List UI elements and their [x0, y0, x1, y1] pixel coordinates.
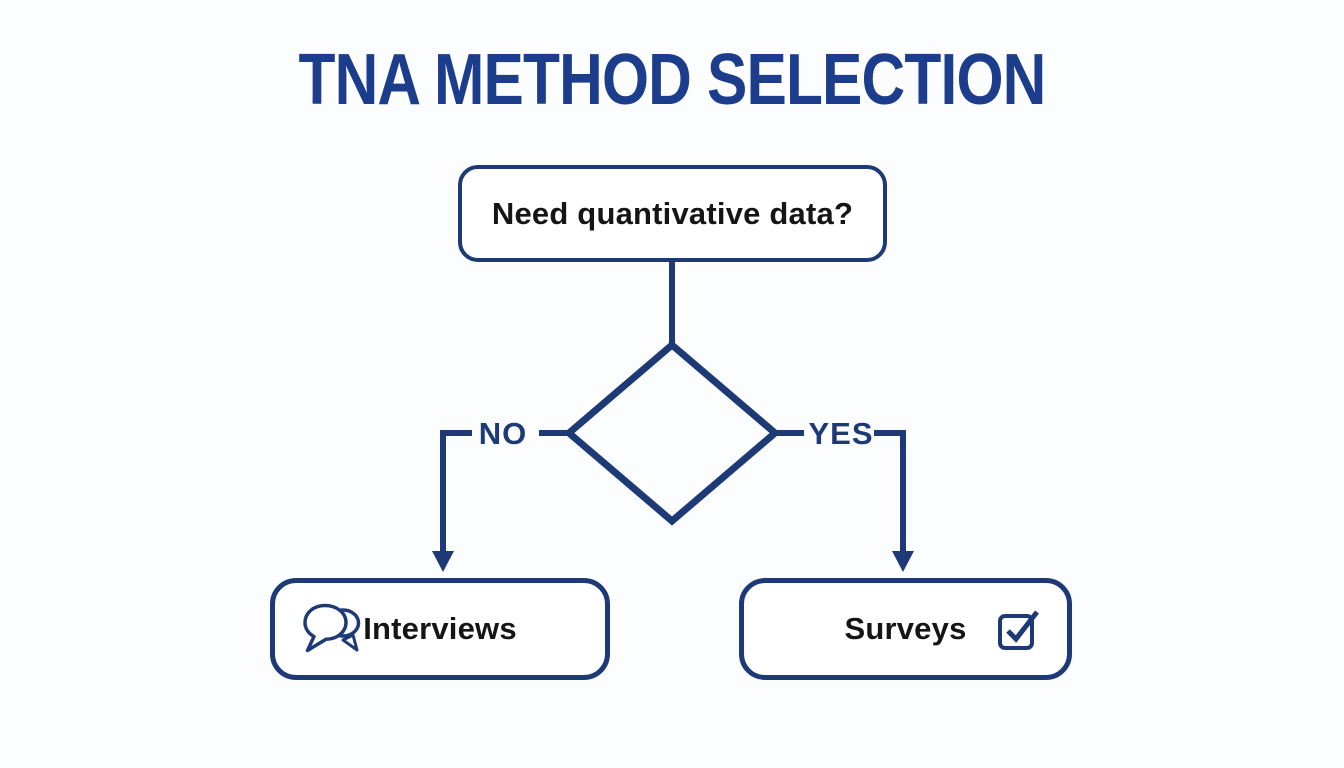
decision-question-label: Need quantivative data? [491, 195, 854, 231]
branch-label-no: NO [478, 416, 528, 451]
page-title: TNA METHOD SELECTION [298, 40, 1046, 120]
arrowhead-yes [892, 551, 914, 572]
connector-yes-elbow [874, 430, 906, 556]
surveys-node: Surveys [739, 578, 1072, 680]
branch-label-yes: YES [808, 416, 874, 451]
connector-no-elbow [440, 430, 472, 556]
decision-question-box: Need quantivative data? [458, 165, 887, 262]
surveys-label: Surveys [844, 611, 967, 646]
interviews-label: Interviews [363, 611, 517, 646]
decision-diamond [563, 340, 781, 526]
arrowhead-no [432, 551, 454, 572]
interviews-node: Interviews [270, 578, 610, 680]
chat-bubbles-icon [302, 602, 364, 656]
checkbox-checked-icon [996, 605, 1040, 653]
